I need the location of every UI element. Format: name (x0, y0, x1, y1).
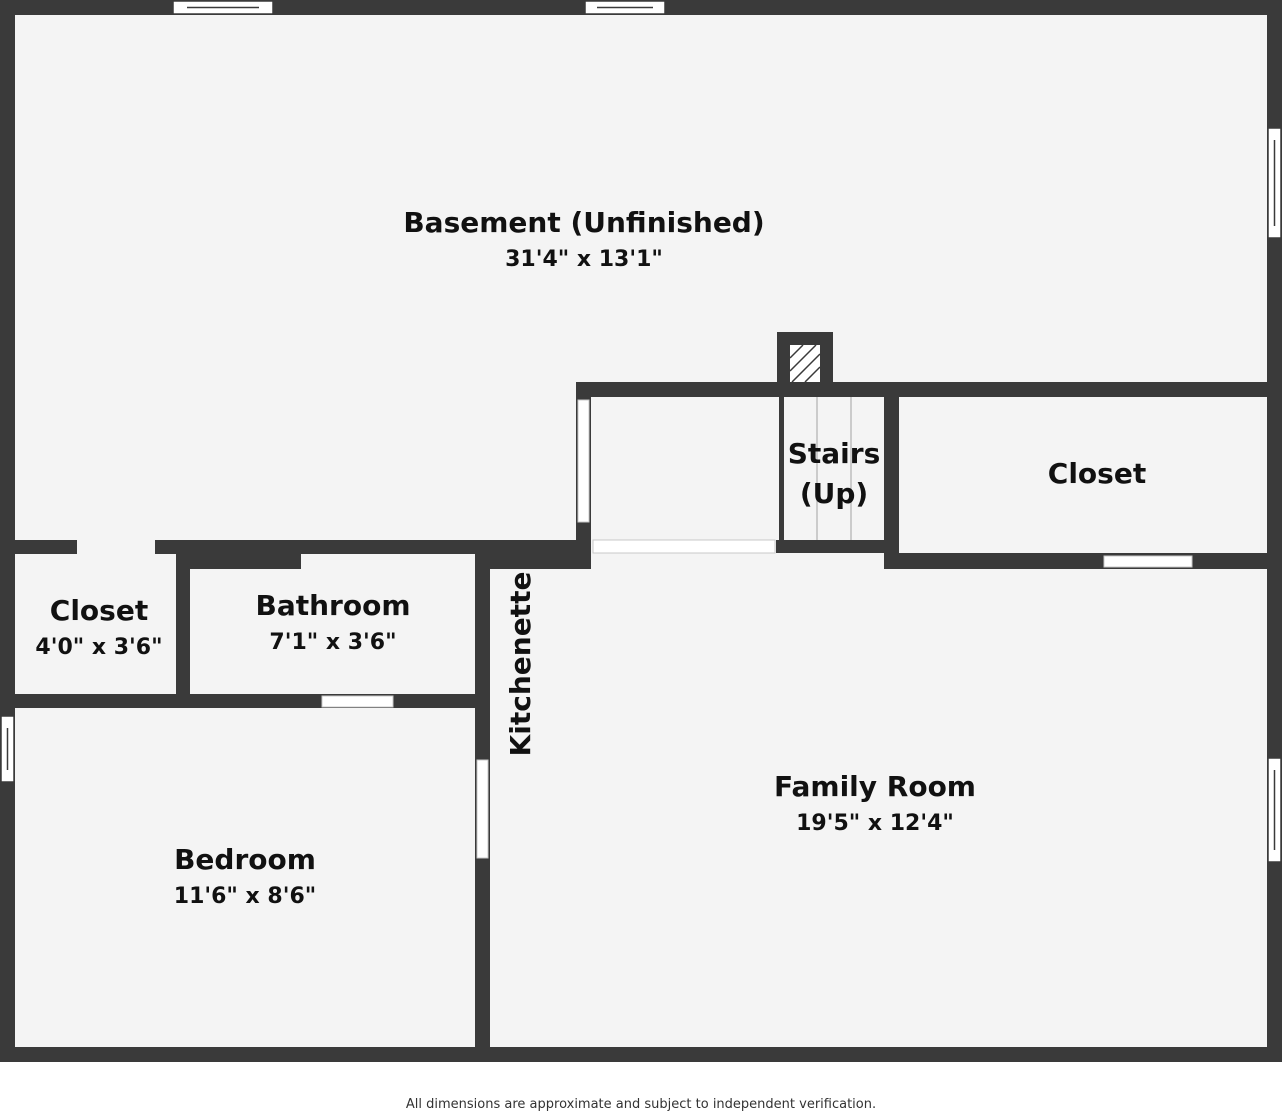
family-room-label: Family Room (774, 770, 976, 803)
bathroom-label: Bathroom (255, 589, 410, 622)
opening-right-closet (1103, 555, 1193, 568)
kitchenette-label: Kitchenette (504, 572, 537, 757)
wall-closet-bathroom (176, 547, 190, 702)
stair-treads (816, 397, 852, 540)
left-closet-dimensions: 4'0" x 3'6" (35, 635, 162, 660)
bedroom-dimensions: 11'6" x 8'6" (174, 884, 316, 909)
wall-stairs-right (884, 382, 899, 568)
wall-bedroom-top (8, 694, 488, 708)
chimney-hatch (789, 344, 821, 383)
opening-family-room-north (592, 539, 776, 554)
basement-dimensions: 31'4" x 13'1" (505, 247, 663, 272)
outer-wall-bottom (0, 1047, 1282, 1062)
wall-kitchenette-top (475, 547, 591, 569)
basement-label: Basement (Unfinished) (403, 206, 764, 239)
stairs-label-line2: (Up) (800, 477, 868, 510)
disclaimer-text: All dimensions are approximate and subje… (405, 1097, 877, 1112)
outer-wall-left (0, 0, 15, 1062)
bathroom-dimensions: 7'1" x 3'6" (269, 630, 396, 655)
opening-bedroom-family (476, 759, 489, 859)
wall-stairs-bottom (776, 540, 891, 553)
bedroom-label: Bedroom (174, 843, 316, 876)
wall-right-closet-bottom (884, 553, 1267, 569)
family-room-dimensions: 19'5" x 12'4" (796, 811, 954, 836)
opening-bathroom-door (321, 695, 394, 708)
wall-bathroom-top-inner (176, 547, 301, 569)
wall-lower-top-left (8, 540, 77, 554)
floor-area (8, 8, 1274, 1055)
left-closet-label: Closet (50, 594, 148, 627)
opening-stair-block-left (577, 399, 590, 523)
wall-stairs-left (779, 397, 784, 541)
right-closet-label: Closet (1048, 457, 1146, 490)
wall-stair-block-top (576, 382, 1267, 397)
stairs-label-line1: Stairs (788, 437, 881, 470)
